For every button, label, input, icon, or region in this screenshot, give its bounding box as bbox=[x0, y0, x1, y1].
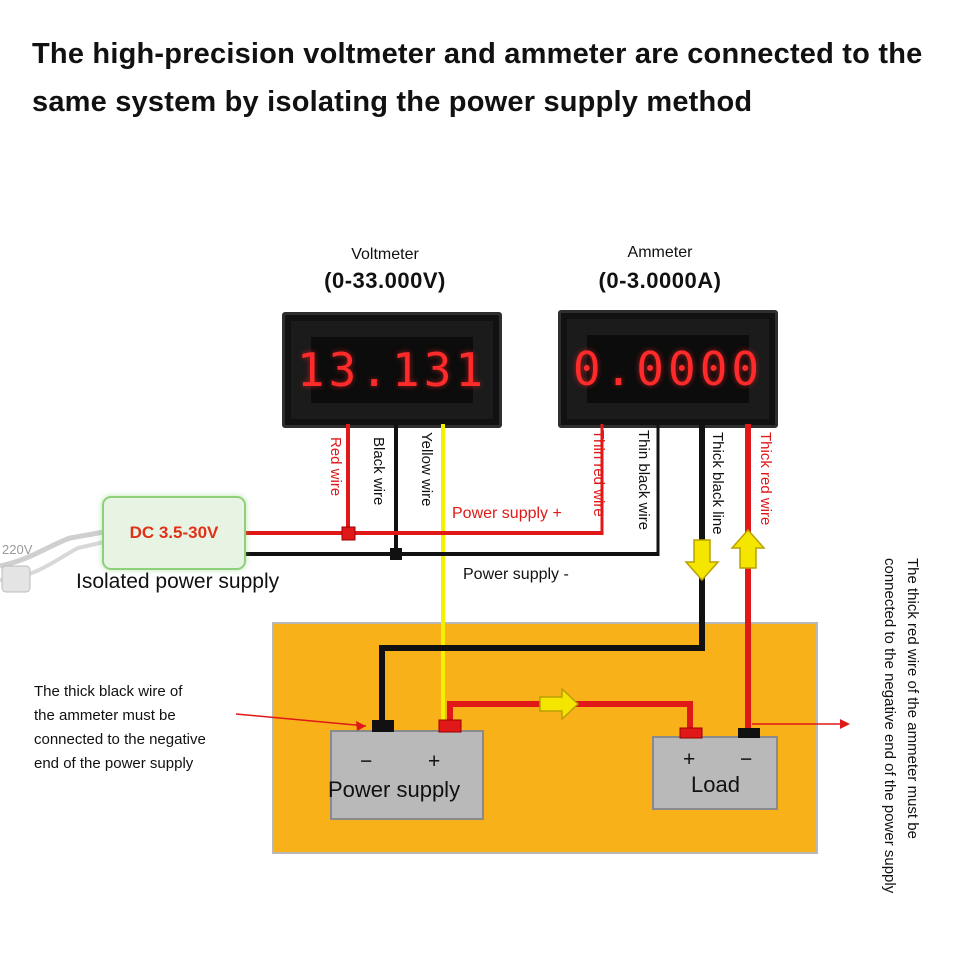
amm-thick-black-wire bbox=[379, 424, 705, 722]
volt-black-wire-label: Black wire bbox=[370, 437, 387, 506]
power-supply-minus-label: Power supply - bbox=[463, 566, 569, 583]
amm-thick-black-line-label: Thick black line bbox=[709, 432, 726, 535]
power-supply-plus-label: Power supply + bbox=[452, 505, 562, 522]
left-note-arrowhead-icon bbox=[356, 721, 366, 731]
left-note-line: connected to the negative bbox=[34, 731, 206, 748]
current-up-arrow-icon bbox=[730, 528, 766, 569]
psu-minus-terminal bbox=[372, 720, 394, 732]
ammeter-range: (0-3.0000A) bbox=[598, 268, 722, 293]
psu-plus-terminal bbox=[438, 719, 462, 733]
left-note-line: end of the power supply bbox=[34, 755, 194, 772]
volt-yellow-wire-label: Yellow wire bbox=[418, 432, 435, 507]
left-note-line: The thick black wire of bbox=[34, 683, 183, 700]
current-down-arrow-icon bbox=[684, 539, 720, 582]
current-right-arrow-icon bbox=[539, 687, 580, 721]
ammeter-name: Ammeter bbox=[627, 244, 693, 261]
left-note-pointer bbox=[235, 713, 367, 727]
right-note: The thick red wire of the ammeter must b… bbox=[881, 558, 921, 894]
load-plus-terminal bbox=[679, 727, 703, 739]
plus-junction bbox=[341, 526, 356, 541]
mains-voltage-label: 220V bbox=[2, 542, 33, 557]
right-note-arrowhead-icon bbox=[840, 719, 850, 729]
diagram-title: The high-precision voltmeter and ammeter… bbox=[32, 38, 923, 118]
left-note-line: the ammeter must be bbox=[34, 707, 176, 724]
minus-junction bbox=[390, 548, 402, 560]
isolated-supply-voltage: DC 3.5-30V bbox=[129, 523, 219, 542]
voltmeter-display: 13.131 bbox=[297, 337, 483, 403]
power-supply-block bbox=[330, 730, 484, 820]
load-minus-sign: − bbox=[740, 748, 753, 771]
ammeter-display: 0.0000 bbox=[573, 335, 759, 403]
isolated-supply-box: DC 3.5-30V bbox=[102, 496, 246, 570]
amm-thin-black-wire-label: Thin black wire bbox=[635, 430, 652, 531]
ammeter-panel: 0.0000 bbox=[558, 310, 778, 428]
ammeter-reading: 0.0000 bbox=[572, 342, 764, 396]
volt-red-wire-label: Red wire bbox=[327, 437, 344, 497]
left-note: The thick black wire of the ammeter must… bbox=[34, 680, 264, 776]
voltmeter-range: (0-33.000V) bbox=[324, 268, 446, 293]
load-plus-sign: + bbox=[683, 748, 696, 771]
voltmeter-panel: 13.131 bbox=[282, 312, 502, 428]
load-label: Load bbox=[691, 772, 740, 797]
mains-cable bbox=[0, 529, 105, 569]
voltmeter-name: Voltmeter bbox=[351, 246, 419, 263]
mains-plug-icon bbox=[1, 565, 31, 593]
voltmeter-reading: 13.131 bbox=[296, 343, 488, 397]
psu-label: Power supply bbox=[328, 777, 461, 802]
psu-minus-sign: − bbox=[360, 750, 373, 773]
amm-thick-red-wire-label: Thick red wire bbox=[757, 432, 774, 526]
load-minus-terminal bbox=[738, 728, 760, 738]
amm-thin-red-wire-label: Thin red wire bbox=[590, 430, 607, 517]
load-block bbox=[652, 736, 778, 810]
isolated-supply-caption: Isolated power supply bbox=[76, 570, 280, 593]
psu-plus-sign: + bbox=[428, 750, 441, 773]
